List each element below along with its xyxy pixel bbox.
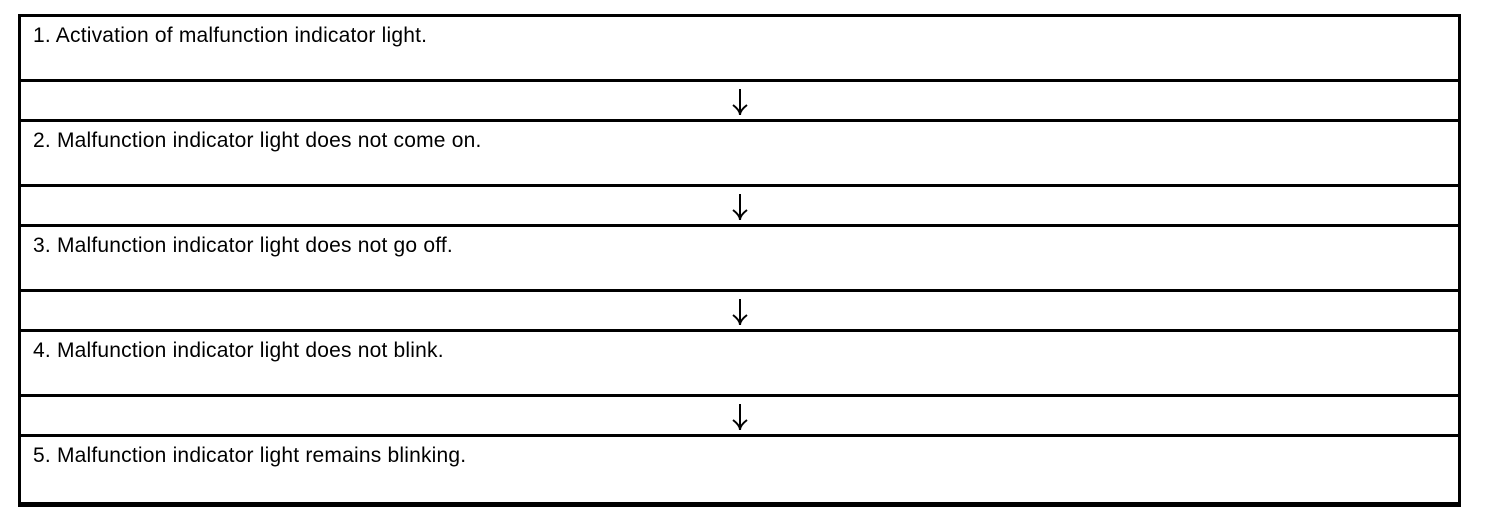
down-arrow-icon <box>731 299 748 326</box>
step-1-label: 1. Activation of malfunction indicator l… <box>33 24 428 47</box>
step-box-2: 2. Malfunction indicator light does not … <box>21 122 1458 187</box>
step-box-4: 4. Malfunction indicator light does not … <box>21 332 1458 397</box>
step-4-label: 4. Malfunction indicator light does not … <box>33 339 444 362</box>
step-3-label: 3. Malfunction indicator light does not … <box>33 234 453 257</box>
malfunction-indicator-flowchart: 1. Activation of malfunction indicator l… <box>18 14 1461 507</box>
down-arrow-icon <box>731 89 748 116</box>
down-arrow-icon <box>731 194 748 221</box>
step-2-label: 2. Malfunction indicator light does not … <box>33 129 482 152</box>
arrow-row-1 <box>21 82 1458 122</box>
arrow-row-2 <box>21 187 1458 227</box>
step-box-5: 5. Malfunction indicator light remains b… <box>21 437 1458 502</box>
arrow-row-4 <box>21 397 1458 437</box>
arrow-row-3 <box>21 292 1458 332</box>
step-box-3: 3. Malfunction indicator light does not … <box>21 227 1458 292</box>
step-box-1: 1. Activation of malfunction indicator l… <box>21 17 1458 82</box>
step-5-label: 5. Malfunction indicator light remains b… <box>33 444 467 467</box>
down-arrow-icon <box>731 404 748 431</box>
